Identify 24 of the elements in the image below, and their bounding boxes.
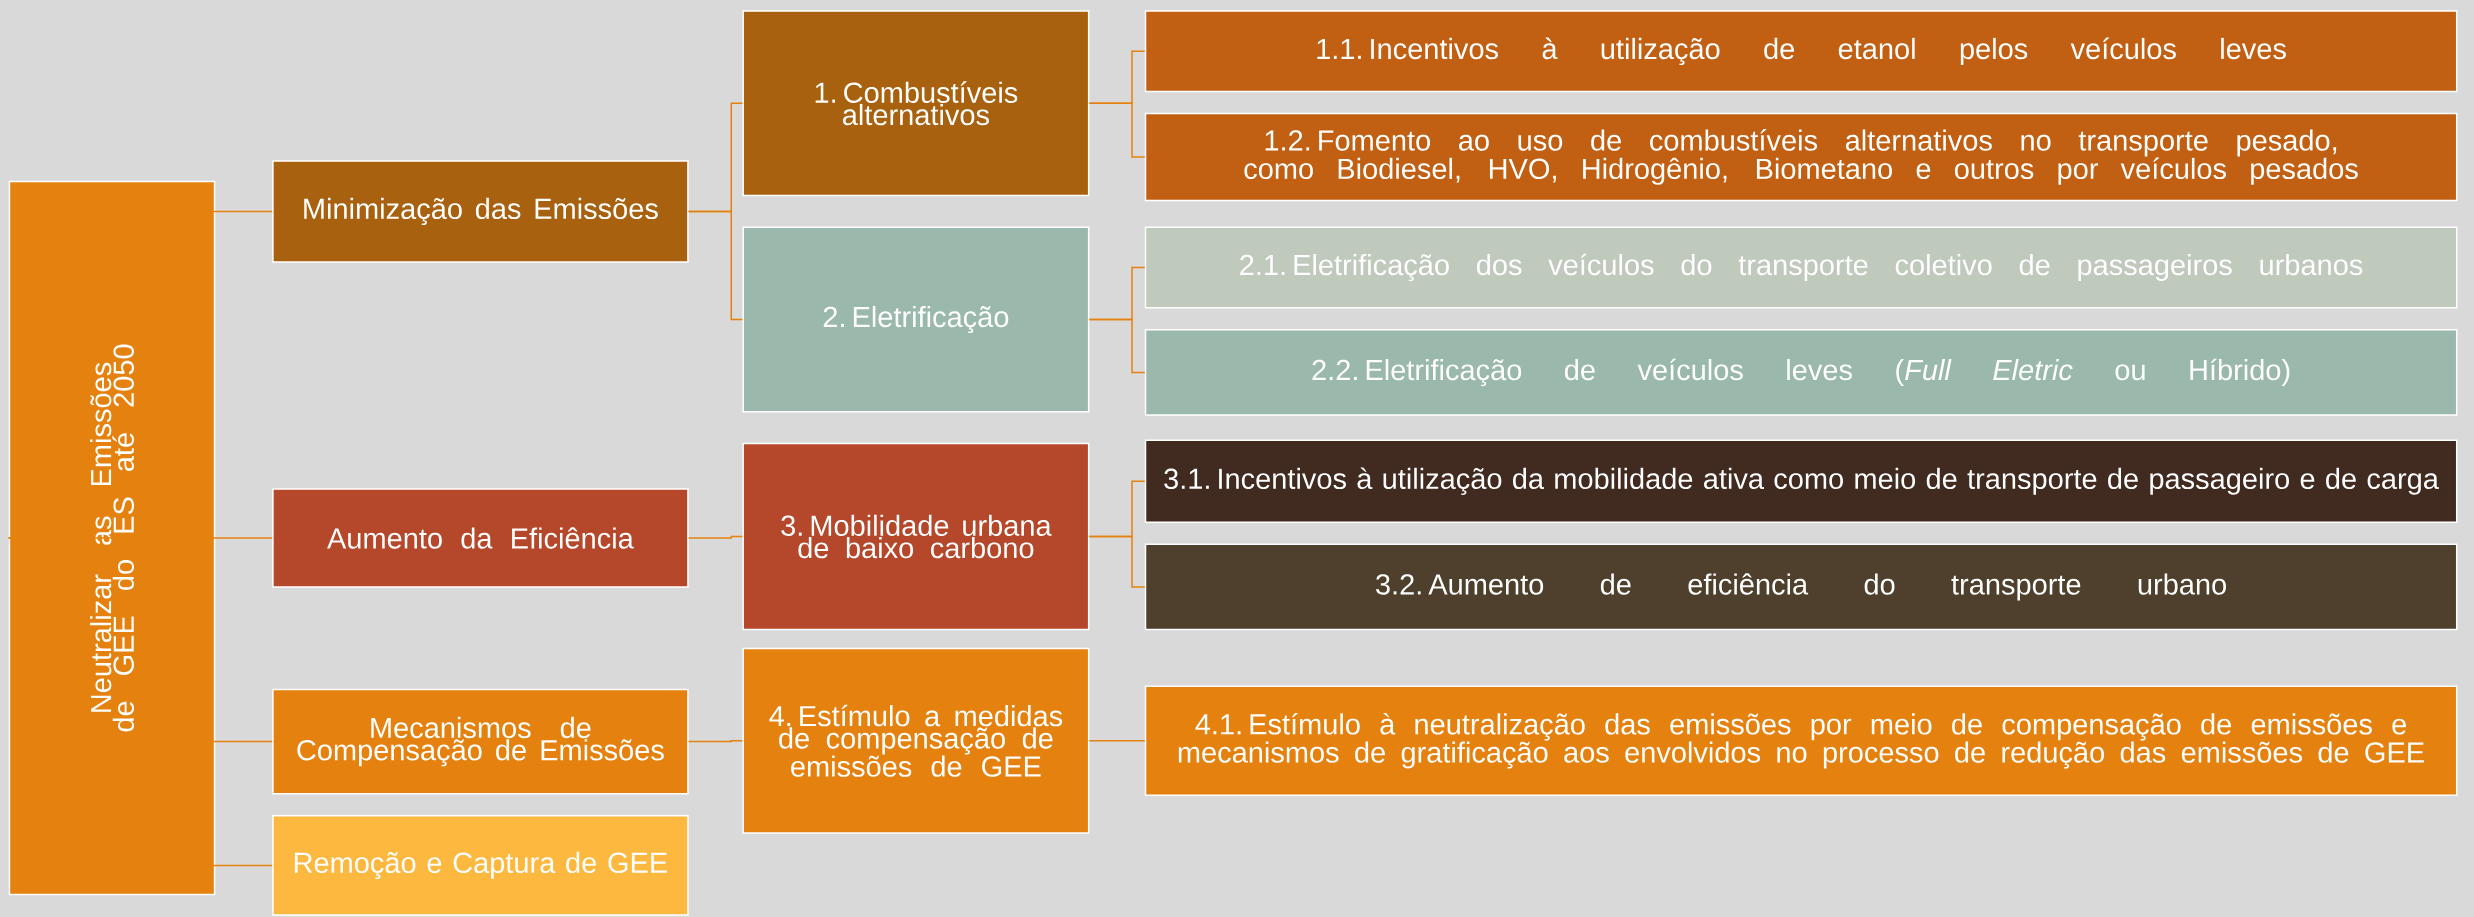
connector-line [1088,535,1146,588]
action-box: 4.1. Estímulo à neutralização das emissões por meio de compensação de emissões e mecanismos de gratificação aos envolvidos no processo de redução das emissões de GEE [1144,685,2458,796]
connector-line [7,537,273,867]
category-box: Remoção e Captura de GEE [272,814,689,916]
action-box: 1.1. Incentivos à utilização de etanol pelos veículos leves [1144,10,2458,93]
action-box: 1.2. Fomento ao uso de combustíveis alternativos no transporte pesado, como Biodiesel, HVO, Hidrogênio, Biometano e outros por veículos pesados [1144,112,2458,202]
connector-line [687,535,744,539]
action-box: 3.2. Aumento de eficiência do transporte urbano [1144,543,2458,631]
root-box: Neutralizar as Emissões de GEE do ES até 2050 [8,180,216,896]
connector-line [1088,740,1146,742]
strategy-box: 3. Mobilidade urbana de baixo carbono [742,442,1090,631]
category-box: Mecanismos de Compensação de Emissões [272,688,689,795]
action-box: 3.1. Incentivos à utilização da mobilidade ativa como meio de transporte de passageiro e de carga [1144,439,2458,523]
strategy-box: 2. Eletrificação [742,226,1090,413]
action-box: 2.2. Eletrificação de veículos leves (Full Eletric ou Híbrido) [1144,329,2458,416]
category-box: Minimização das Emissões [272,160,689,263]
connector-line [687,740,744,743]
strategy-box: 4. Estímulo a medidas de compensação de emissões de GEE [742,647,1090,834]
action-box: 2.1. Eletrificação dos veículos do transporte coletivo de passageiros urbanos [1144,226,2458,309]
category-box: Aumento da Eficiência [272,488,689,588]
strategy-box: 1. Combustíveis alternativos [742,10,1090,197]
connector-line [687,210,744,321]
connector-line [1088,102,1146,158]
connector-line [1088,318,1146,374]
